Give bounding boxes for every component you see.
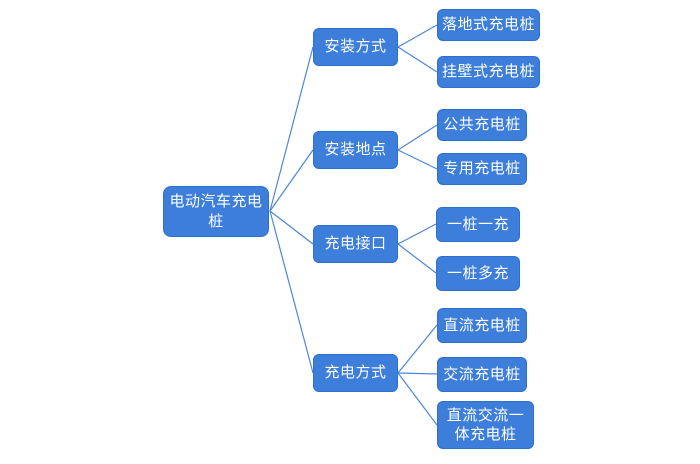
leaf-node-one-pile-one-charge: 一桩一充	[436, 207, 520, 242]
connector-line	[397, 24, 438, 48]
connector-line	[397, 223, 437, 245]
leaf-node-floor-standing-pile: 落地式充电桩	[437, 9, 540, 41]
leaf-node-wall-mounted-pile: 挂壁式充电桩	[437, 56, 540, 88]
connector-line	[397, 149, 438, 170]
connector-line	[269, 46, 314, 212]
connector-line	[397, 46, 438, 73]
connector-line	[397, 243, 437, 274]
leaf-node-dc-pile: 直流充电桩	[437, 308, 527, 343]
connector-line	[397, 372, 438, 426]
connector-line	[269, 149, 314, 212]
branch-node-installation-type: 安装方式	[313, 28, 398, 66]
connector-line	[269, 210, 314, 245]
leaf-node-one-pile-multi-charge: 一桩多充	[436, 256, 520, 291]
connector-line	[269, 210, 314, 374]
branch-node-installation-site: 安装地点	[313, 131, 398, 169]
connector-line	[397, 372, 438, 375]
root-node-ev-charging-pile: 电动汽车充电桩	[163, 186, 269, 237]
leaf-node-dc-ac-integrated-pile: 直流交流一体充电桩	[437, 401, 534, 449]
branch-node-charging-interface: 充电接口	[313, 225, 398, 263]
connector-line	[397, 124, 438, 151]
leaf-node-dedicated-pile: 专用充电桩	[437, 153, 527, 185]
leaf-node-ac-pile: 交流充电桩	[437, 357, 527, 392]
connector-line	[397, 324, 438, 374]
branch-node-charging-mode: 充电方式	[313, 354, 398, 392]
leaf-node-public-pile: 公共充电桩	[437, 109, 527, 141]
